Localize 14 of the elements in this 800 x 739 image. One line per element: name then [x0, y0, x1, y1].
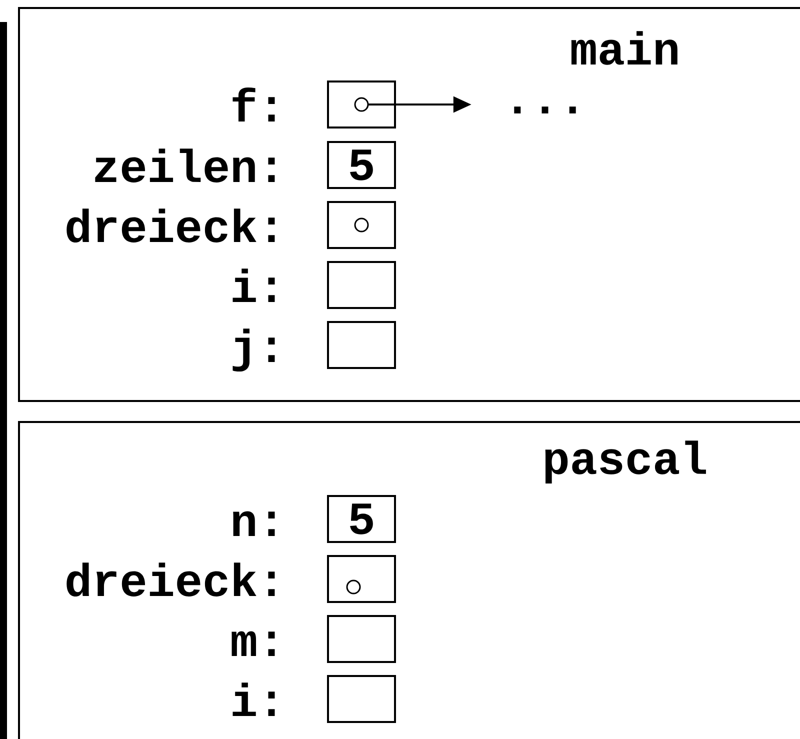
variable-name: n:	[233, 511, 275, 536]
variable-name: f:	[232, 88, 275, 122]
variable-name: dreieck:	[66, 562, 275, 596]
variable-name: j:	[232, 328, 275, 372]
value-box: 5	[327, 495, 396, 543]
frame-title: main	[571, 31, 678, 65]
ellipsis-text: ...	[514, 106, 576, 114]
variable-name: dreieck:	[66, 208, 275, 242]
value-box: 5	[327, 141, 396, 189]
variable-name: i:	[232, 268, 275, 302]
frame-title: pascal	[545, 440, 706, 484]
variable-name: zeilen:	[95, 148, 275, 182]
variable-name: i:	[232, 682, 275, 716]
variable-name: m:	[232, 631, 275, 656]
